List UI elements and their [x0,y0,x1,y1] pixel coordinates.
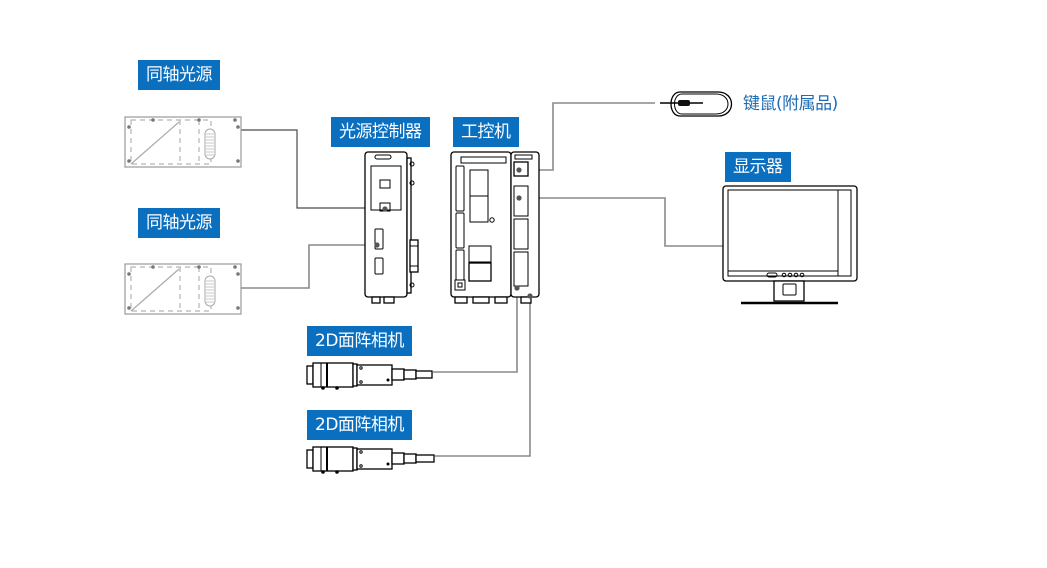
wire-camera2-pc [435,296,531,457]
area-camera-icon [306,362,433,390]
coaxial-light-icon [124,116,242,168]
coaxial-light-icon [124,263,242,315]
wire-monitor-pc [519,197,723,247]
label-camera-2: 2D面阵相机 [307,410,412,440]
industrial-pc-icon [450,151,540,304]
label-keyboard-mouse: 键鼠(附属品) [743,94,838,114]
wire-camera1-pc [433,288,518,373]
mouse-icon [660,91,733,117]
label-light-controller: 光源控制器 [331,117,430,147]
light-controller-icon [364,151,419,304]
wire-mouse-pc [521,102,655,171]
wire-light2-controller [241,244,378,289]
area-camera-icon [306,446,435,474]
label-coaxial-light-2: 同轴光源 [138,208,220,238]
monitor-icon [722,185,858,305]
label-monitor: 显示器 [725,152,791,182]
wire-light1-controller [241,129,386,209]
label-coaxial-light-1: 同轴光源 [138,60,220,90]
label-camera-1: 2D面阵相机 [307,326,412,356]
label-industrial-pc: 工控机 [453,117,519,147]
